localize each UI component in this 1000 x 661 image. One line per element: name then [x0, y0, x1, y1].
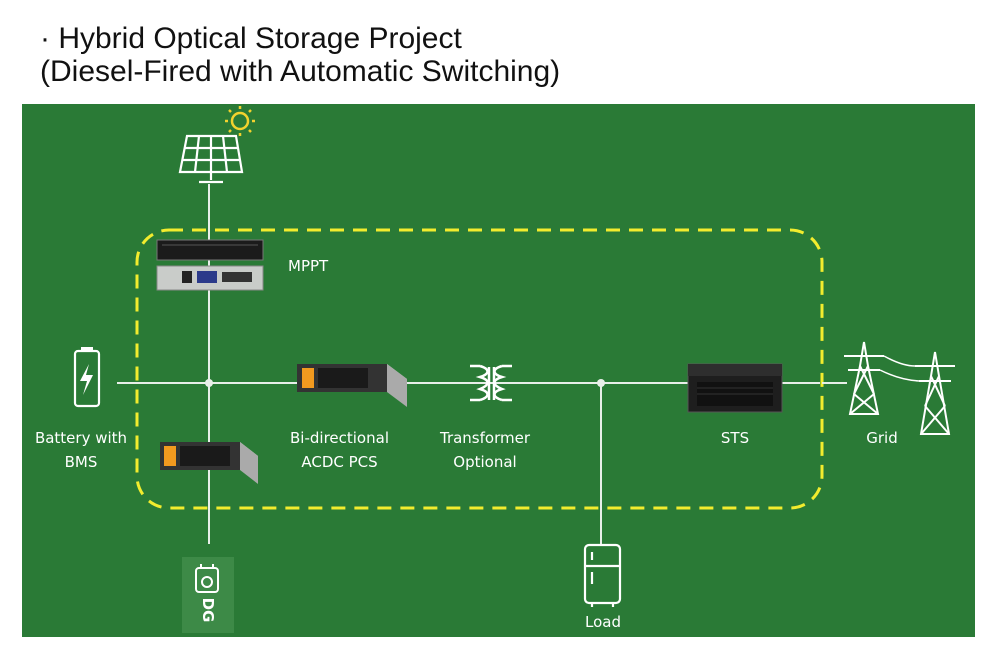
grid-label: Grid — [866, 429, 898, 447]
transformer-icon — [470, 364, 512, 402]
transformer-label: Transformer Optional — [425, 426, 545, 474]
grid-wires — [879, 355, 920, 382]
junction-node-right — [597, 379, 605, 387]
sun-icon — [225, 106, 255, 136]
battery-icon — [73, 347, 101, 408]
sts-label: STS — [720, 429, 750, 447]
battery-label: Battery with BMS — [22, 426, 140, 474]
pcs-device — [297, 364, 407, 407]
dg-label: DG — [199, 597, 217, 623]
solar-panel-icon — [178, 134, 244, 184]
dg-converter-device — [160, 442, 258, 484]
sts-device — [687, 363, 783, 413]
diagram-canvas — [73, 106, 955, 633]
pcs-label: Bi-directional ACDC PCS — [267, 426, 412, 474]
mppt-label: MPPT — [288, 257, 329, 275]
battery-label-line-1: Battery with — [34, 429, 128, 447]
load-label: Load — [585, 613, 621, 631]
junction-node-left — [205, 379, 213, 387]
diesel-generator-icon — [182, 557, 234, 633]
system-boundary — [135, 228, 824, 510]
transformer-label-line-2: Optional — [453, 453, 517, 471]
pcs-label-line-1: Bi-directional — [290, 429, 389, 447]
power-tower-icon — [915, 351, 955, 435]
mppt-device — [156, 239, 264, 291]
transformer-label-line-1: Transformer — [439, 429, 530, 447]
title-line-1: · Hybrid Optical Storage Project — [40, 22, 462, 55]
battery-label-line-2: BMS — [64, 453, 98, 471]
fridge-icon — [583, 543, 622, 607]
power-tower-icon — [844, 341, 884, 415]
pcs-label-line-2: ACDC PCS — [301, 453, 378, 471]
diagram-title: · Hybrid Optical Storage Project (Diesel… — [40, 22, 940, 88]
diagram-panel: MPPT Battery with BMS Bi-directional ACD… — [22, 104, 975, 637]
title-line-2: (Diesel-Fired with Automatic Switching) — [40, 55, 561, 88]
